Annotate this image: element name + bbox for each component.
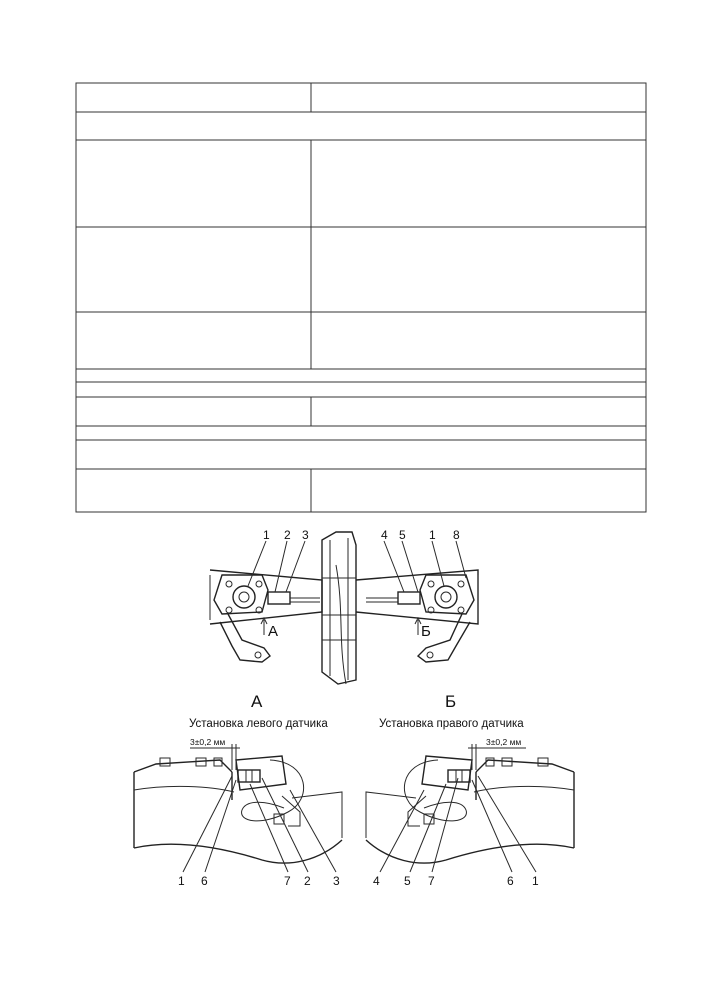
detail-b-drawing bbox=[365, 744, 575, 873]
detail-a-letter: А bbox=[251, 692, 263, 711]
detail-b-letter: Б bbox=[445, 692, 456, 711]
detail-a-caption: Установка левого датчика bbox=[189, 718, 328, 730]
view-marker-a: А bbox=[268, 623, 278, 640]
detail-a-callout-1: 1 bbox=[178, 874, 185, 888]
callout-top-2: 2 bbox=[284, 528, 291, 542]
detail-b-caption: Установка правого датчика bbox=[379, 718, 524, 730]
detail-a-callout-2: 2 bbox=[304, 874, 311, 888]
detail-a-callout-7: 7 bbox=[284, 874, 291, 888]
detail-a-drawing bbox=[133, 744, 343, 873]
top-view-drawing bbox=[209, 531, 479, 685]
detail-a-dimension: 3±0,2 мм bbox=[190, 737, 225, 747]
detail-a-callout-6: 6 bbox=[201, 874, 208, 888]
callout-top-8: 8 bbox=[453, 528, 460, 542]
callout-top-4: 4 bbox=[381, 528, 388, 542]
detail-b-callout-7: 7 bbox=[428, 874, 435, 888]
detail-a-callout-3: 3 bbox=[333, 874, 340, 888]
callout-top-1b: 1 bbox=[429, 528, 436, 542]
detail-b-callout-6: 6 bbox=[507, 874, 514, 888]
detail-b-callout-1: 1 bbox=[532, 874, 539, 888]
callout-top-5: 5 bbox=[399, 528, 406, 542]
detail-b-dimension: 3±0,2 мм bbox=[486, 737, 521, 747]
table-border bbox=[75, 82, 647, 513]
detail-b-callout-5: 5 bbox=[404, 874, 411, 888]
callout-top-1: 1 bbox=[263, 528, 270, 542]
detail-b-callout-4: 4 bbox=[373, 874, 380, 888]
view-marker-b: Б bbox=[421, 623, 431, 640]
callout-top-3: 3 bbox=[302, 528, 309, 542]
